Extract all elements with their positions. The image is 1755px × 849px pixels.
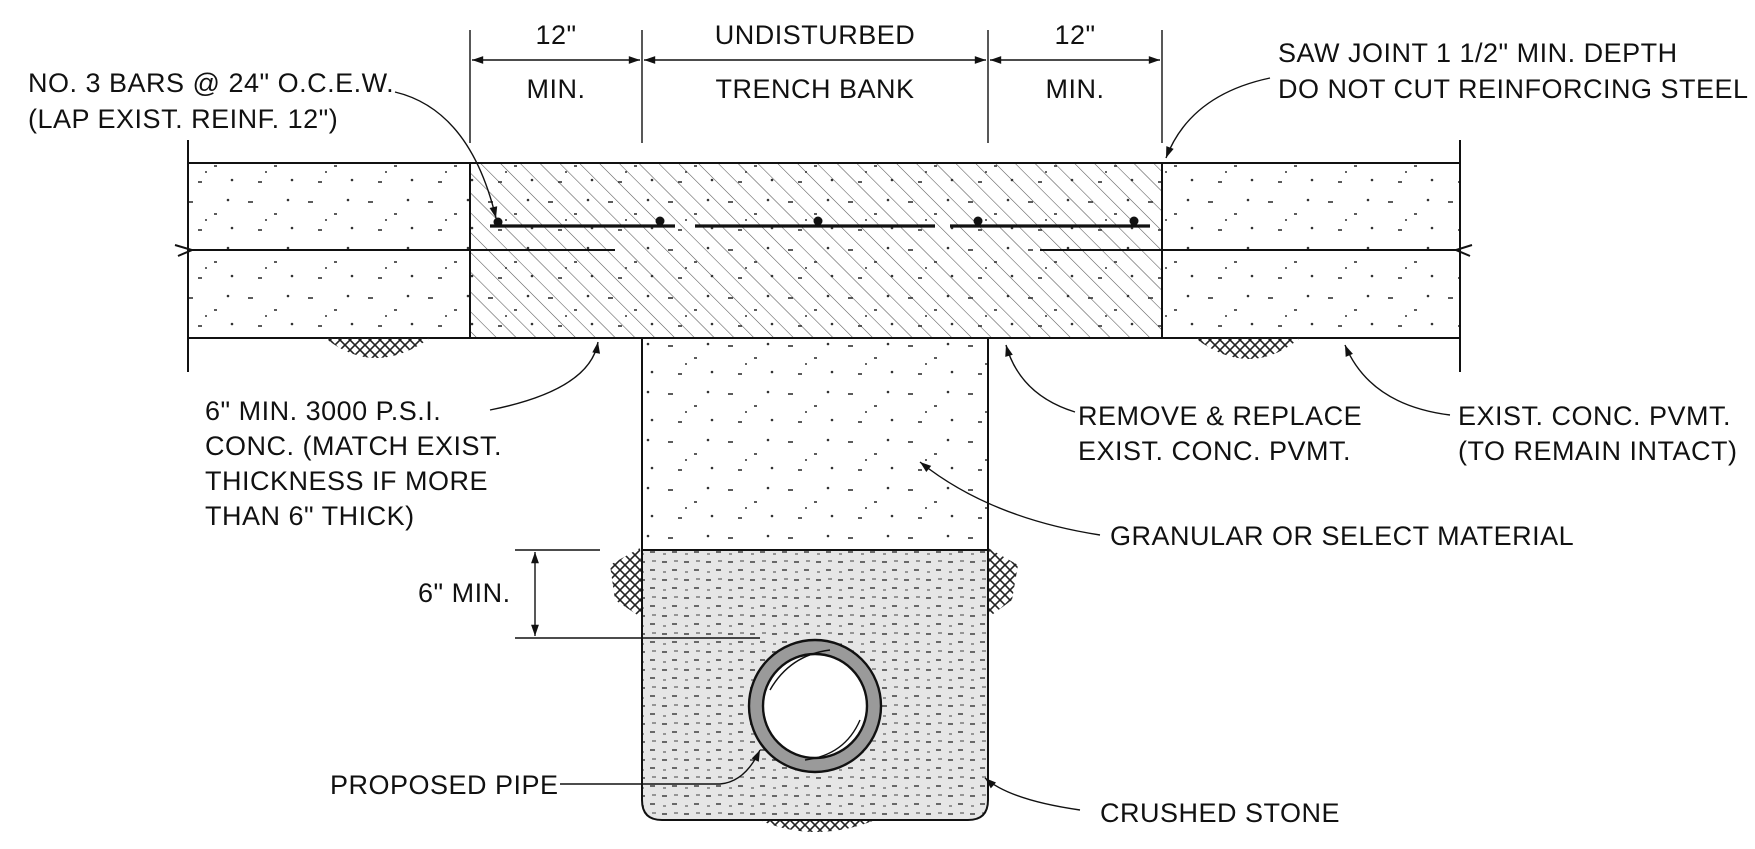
trench-granular-fill <box>641 338 989 550</box>
six-min-label: 6" MIN. <box>418 578 511 608</box>
soil-hatch <box>325 338 1300 832</box>
bars-label-line1: NO. 3 BARS @ 24" O.C.E.W. <box>28 68 394 98</box>
existing-pavement-line1: EXIST. CONC. PVMT. <box>1458 401 1731 431</box>
proposed-pipe-label: PROPOSED PIPE <box>330 770 559 800</box>
dim-left-unit: MIN. <box>527 74 586 104</box>
remove-replace-line1: REMOVE & REPLACE <box>1078 401 1362 431</box>
concrete-spec-line3: THICKNESS IF MORE <box>205 466 488 496</box>
dim-right-value: 12" <box>1054 20 1095 50</box>
leader-lines <box>394 77 1451 811</box>
remove-replace-line2: EXIST. CONC. PVMT. <box>1078 436 1351 466</box>
saw-joint-line2: DO NOT CUT REINFORCING STEEL <box>1278 74 1749 104</box>
crushed-stone-label: CRUSHED STONE <box>1100 798 1340 828</box>
concrete-spec-line1: 6" MIN. 3000 P.S.I. <box>205 396 441 426</box>
concrete-spec-line4: THAN 6" THICK) <box>205 501 415 531</box>
dim-left-value: 12" <box>535 20 576 50</box>
existing-pavement-left <box>174 140 470 372</box>
dim-right-unit: MIN. <box>1046 74 1105 104</box>
existing-pavement-right <box>1162 140 1473 372</box>
six-inch-dimension <box>515 549 760 639</box>
existing-pavement-line2: (TO REMAIN INTACT) <box>1458 436 1738 466</box>
granular-label: GRANULAR OR SELECT MATERIAL <box>1110 521 1574 551</box>
saw-joint-line1: SAW JOINT 1 1/2" MIN. DEPTH <box>1278 38 1678 68</box>
replacement-slab <box>469 162 1163 339</box>
dim-mid-line2: TRENCH BANK <box>715 74 914 104</box>
top-dimensions <box>469 30 1163 143</box>
dim-mid-line1: UNDISTURBED <box>715 20 916 50</box>
concrete-spec-line2: CONC. (MATCH EXIST. <box>205 431 502 461</box>
reinforcing-bars <box>490 216 1150 228</box>
labels: 12" MIN. UNDISTURBED TRENCH BANK 12" MIN… <box>28 20 1749 828</box>
proposed-pipe <box>747 638 883 774</box>
bars-label-line2: (LAP EXIST. REINF. 12") <box>28 104 338 134</box>
